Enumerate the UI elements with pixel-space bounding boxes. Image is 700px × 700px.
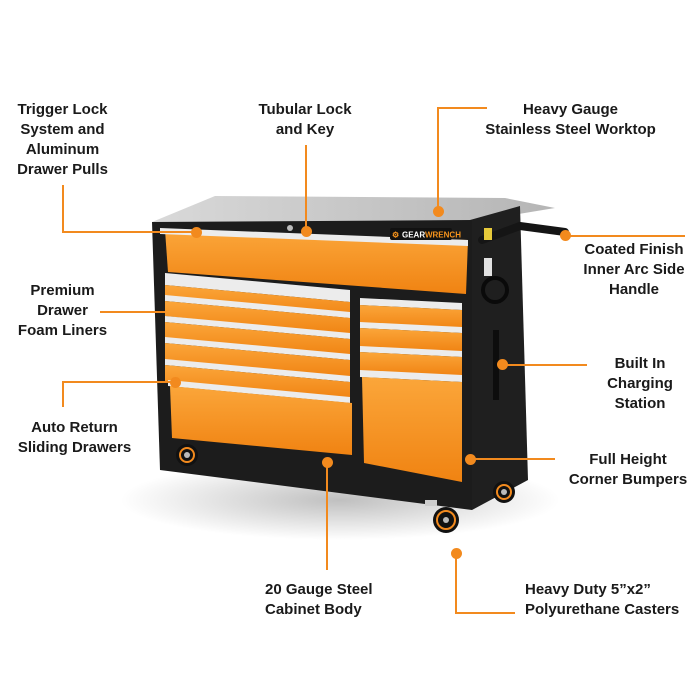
callout-dot-worktop [433, 206, 444, 217]
callout-cabinet-body: 20 Gauge Steel Cabinet Body [265, 581, 373, 618]
lock-cylinder [287, 225, 293, 231]
callout-dot-corner-bumpers [465, 454, 476, 465]
left-drawer-stack [165, 273, 352, 455]
callout-auto-return: Auto Return Sliding Drawers [17, 419, 132, 456]
callout-dot-charging [497, 359, 508, 370]
callout-dot-side-handle [560, 230, 571, 241]
stainless-worktop [152, 196, 555, 222]
callout-foam-liners: Premium Drawer Foam Liners [17, 282, 108, 339]
svg-text:⚙: ⚙ [392, 231, 399, 240]
callout-tubular-lock: Tubular Lock and Key [258, 101, 352, 138]
callout-charging-station: Built In Charging Station [607, 355, 673, 412]
callout-dot-auto-return [170, 377, 181, 388]
svg-text:GEARWRENCH: GEARWRENCH [402, 231, 461, 240]
callout-dot-cabinet-body [322, 457, 333, 468]
drawer-pull [160, 228, 468, 246]
side-handle [478, 221, 569, 244]
right-drawer-stack [360, 298, 462, 482]
callout-dot-trigger-lock [191, 227, 202, 238]
callout-dot-tubular-lock [301, 226, 312, 237]
callout-corner-bumpers: Full Height Corner Bumpers [568, 451, 688, 488]
caster-wheels [176, 444, 515, 533]
callout-dot-casters [451, 548, 462, 559]
callout-side-handle: Coated Finish Inner Arc Side Handle [583, 241, 685, 298]
callout-casters: Heavy Duty 5”x2” Polyurethane Casters [525, 581, 680, 618]
callout-trigger-lock: Trigger Lock System and Aluminum Drawer … [17, 101, 108, 178]
callout-worktop: Heavy Gauge Stainless Steel Worktop [485, 101, 656, 138]
